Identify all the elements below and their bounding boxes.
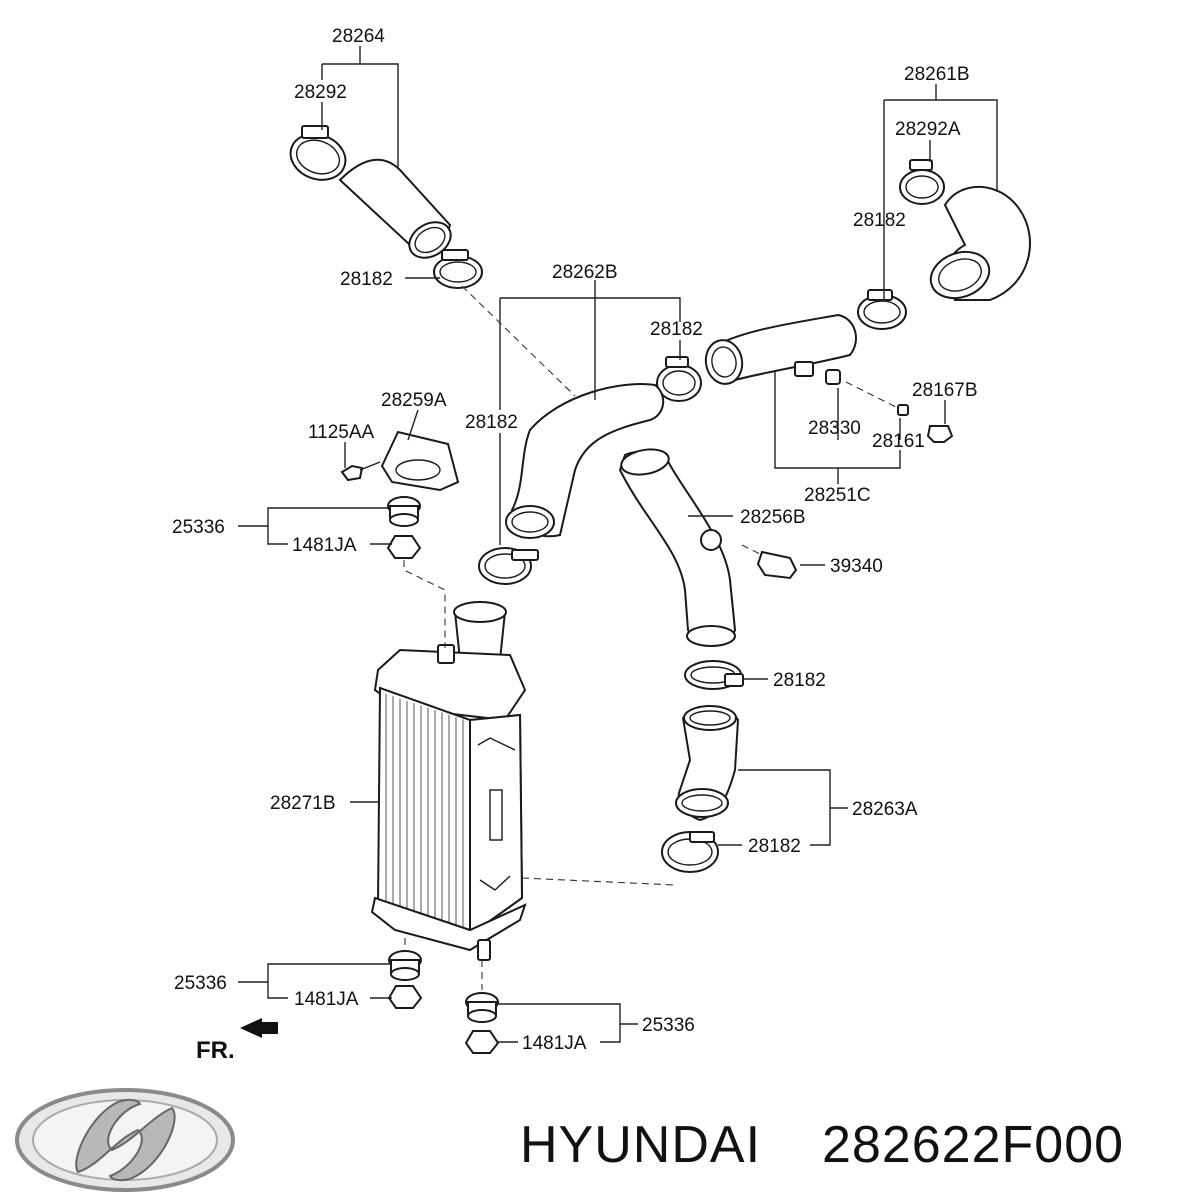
right-pipe — [704, 313, 954, 443]
front-direction-arrow — [240, 1018, 278, 1038]
front-marker-label: FR. — [196, 1037, 235, 1064]
label-28182-upper-right: 28182 — [853, 210, 906, 231]
label-28182-lower-pipe: 28182 — [773, 670, 826, 691]
insulator-bottom-left — [388, 950, 422, 981]
bushing-bottom-right — [464, 1030, 500, 1054]
bushing-bottom-left — [387, 985, 423, 1009]
leader-lines — [238, 46, 998, 1043]
label-28251C: 28251C — [804, 485, 871, 506]
label-1481JA-bottom-left: 1481JA — [294, 989, 359, 1010]
label-28259A: 28259A — [381, 390, 447, 411]
label-28167B: 28167B — [912, 380, 978, 401]
label-28292: 28292 — [294, 82, 347, 103]
callout-labels: 28264 28292 28182 28261B 28292A 28182 28… — [172, 26, 978, 1064]
label-28261B: 28261B — [904, 64, 970, 85]
label-28256B: 28256B — [740, 507, 806, 528]
label-25336-bottom-left: 25336 — [174, 973, 227, 994]
label-28182-upper-left: 28182 — [340, 269, 393, 290]
label-28330: 28330 — [808, 418, 861, 439]
label-28182-lower-hose: 28182 — [748, 836, 801, 857]
upper-left-hose — [289, 125, 483, 289]
center-pipe — [618, 448, 798, 690]
label-28182-center-left: 28182 — [465, 412, 518, 433]
label-1481JA-bottom-right: 1481JA — [522, 1033, 587, 1054]
upper-right-elbow-hose — [857, 159, 1031, 330]
lower-hose — [661, 705, 740, 873]
label-28263A: 28263A — [852, 799, 918, 820]
part-number: 282622F000 — [822, 1116, 1124, 1174]
label-28292A: 28292A — [895, 119, 961, 140]
label-25336-top: 25336 — [172, 517, 225, 538]
bracket — [340, 430, 460, 492]
label-25336-bottom-right: 25336 — [642, 1015, 695, 1036]
bushing-top — [386, 535, 422, 559]
center-hose — [478, 356, 702, 585]
brand-name: HYUNDAI — [520, 1116, 761, 1174]
dashed-lines — [403, 285, 899, 990]
insulator-bottom-right — [465, 992, 499, 1023]
label-28264: 28264 — [332, 26, 385, 47]
label-1481JA-top: 1481JA — [292, 535, 357, 556]
label-1125AA: 1125AA — [308, 422, 375, 443]
label-28161: 28161 — [872, 431, 925, 452]
label-39340: 39340 — [830, 556, 883, 577]
label-28182-center-right: 28182 — [650, 319, 703, 340]
hyundai-logo — [15, 1088, 235, 1192]
label-28262B: 28262B — [552, 262, 618, 283]
intercooler — [370, 601, 527, 961]
label-28271B: 28271B — [270, 793, 336, 814]
insulator-top — [387, 496, 421, 527]
